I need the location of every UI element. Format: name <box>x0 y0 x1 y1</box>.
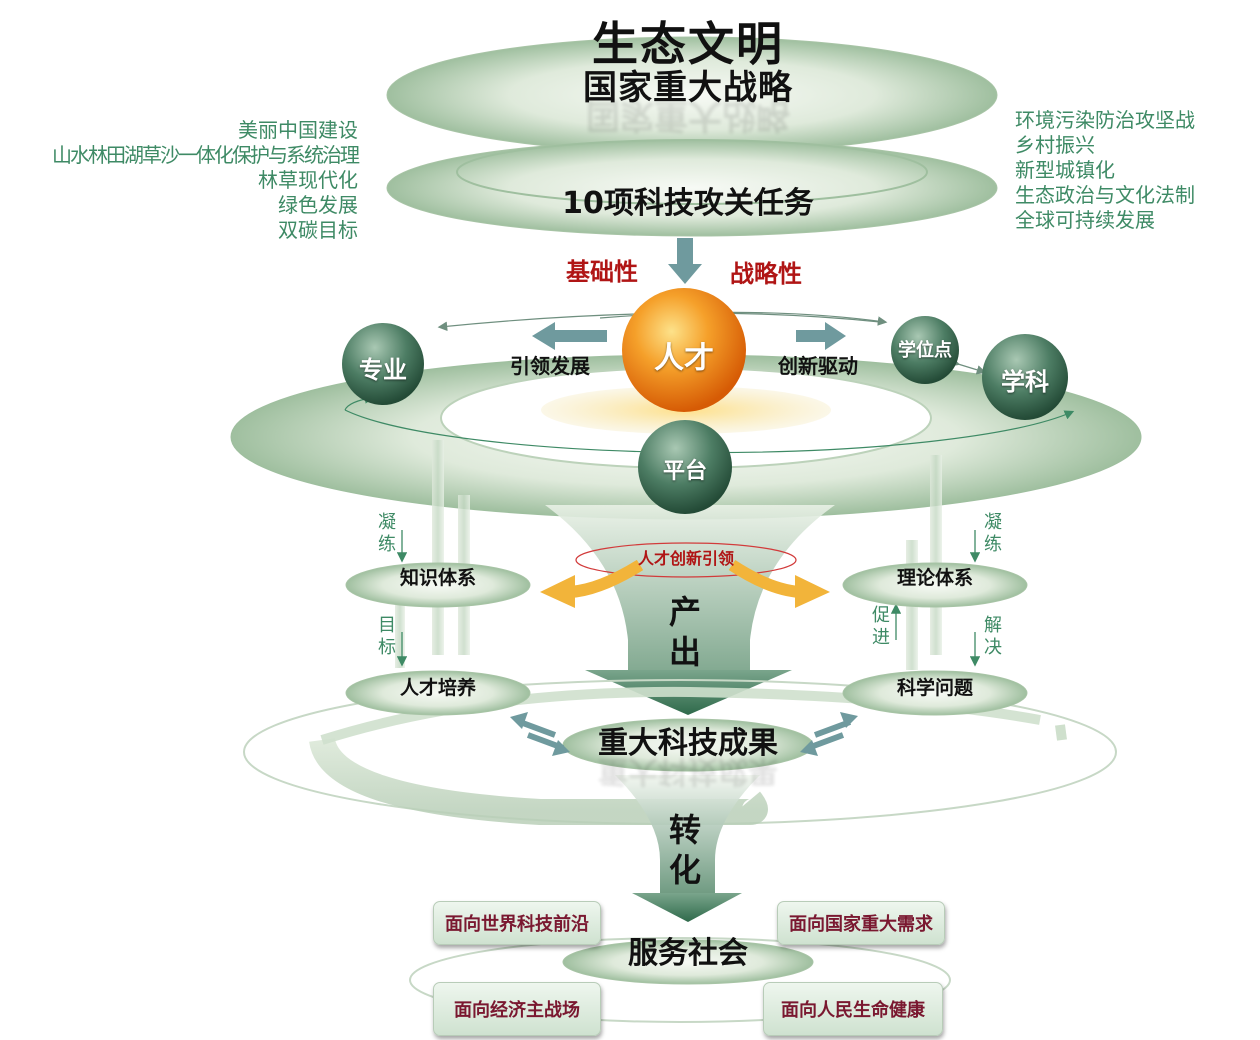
service-box-economy: 面向经济主战场 <box>433 982 601 1036</box>
strategy-title-reflection: 国家重大战略 <box>586 95 790 135</box>
left-list-item: 林草现代化 <box>258 168 358 192</box>
left-goal-char: 目 <box>378 615 396 636</box>
talent-training-label: 人才培养 <box>399 677 477 699</box>
innovation-drive-label: 创新驱动 <box>778 354 858 378</box>
output-char: 产 <box>668 593 701 631</box>
talent-ball: 人才 <box>654 341 714 376</box>
left-goal-char: 标 <box>378 637 396 658</box>
tasks-label: 10项科技攻关任务 <box>562 186 814 221</box>
right-solve-char: 解 <box>984 615 1002 636</box>
service-box-national-demand: 面向国家重大需求 <box>777 901 945 945</box>
strategy-title: 国家重大战略 <box>583 68 793 108</box>
left-condense-char: 凝 <box>378 512 396 533</box>
right-list-item: 全球可持续发展 <box>1015 208 1155 232</box>
service-box-label: 面向经济主战场 <box>454 1000 580 1021</box>
left-list-item: 绿色发展 <box>278 193 358 217</box>
service-box-label: 面向人民生命健康 <box>781 1000 925 1021</box>
science-problem-label: 科学问题 <box>896 677 974 699</box>
left-goal-list: 美丽中国建设 山水林田湖草沙一体化保护与系统治理 林草现代化 绿色发展 双碳目标 <box>52 118 360 243</box>
right-solve-label: 解 决 <box>982 615 1004 659</box>
right-solve-char: 决 <box>984 637 1002 658</box>
right-list-item: 乡村振兴 <box>1015 133 1095 157</box>
transform-char: 化 <box>668 851 701 889</box>
output-label: 产 出 <box>665 592 705 672</box>
right-list-item: 环境污染防治攻坚战 <box>1015 108 1195 132</box>
left-goal-label: 目 标 <box>376 615 398 659</box>
left-list-item: 美丽中国建设 <box>238 118 358 142</box>
degree-point-ball: 学位点 <box>898 340 952 361</box>
left-list-item: 山水林田湖草沙一体化保护与系统治理 <box>52 143 360 167</box>
major-ball: 专业 <box>359 356 407 384</box>
talent-innovation-lead-label: 人才创新引领 <box>637 549 735 568</box>
transform-char: 转 <box>668 811 701 849</box>
right-goal-list: 环境污染防治攻坚战 乡村振兴 新型城镇化 生态政治与文化法制 全球可持续发展 <box>1015 108 1195 233</box>
achievements-label: 重大科技成果 <box>598 726 778 761</box>
fundamental-label: 基础性 <box>566 258 638 286</box>
right-condense-char: 练 <box>984 534 1002 555</box>
left-condense-label: 凝 练 <box>376 512 398 556</box>
service-box-label: 面向国家重大需求 <box>789 914 933 935</box>
discipline-ball: 学科 <box>1001 368 1049 396</box>
output-char: 出 <box>668 633 701 671</box>
service-box-label: 面向世界科技前沿 <box>445 914 589 935</box>
main-title: 生态文明 <box>592 17 784 71</box>
service-box-frontier: 面向世界科技前沿 <box>433 901 601 945</box>
service-box-health: 面向人民生命健康 <box>763 982 943 1036</box>
platform-ball: 平台 <box>662 459 708 484</box>
right-promote-char: 促 <box>872 605 890 626</box>
left-list-item: 双碳目标 <box>278 218 358 242</box>
theory-system-label: 理论体系 <box>896 567 974 589</box>
lead-development-label: 引领发展 <box>510 354 590 378</box>
right-list-item: 生态政治与文化法制 <box>1015 183 1195 207</box>
left-condense-char: 练 <box>378 534 396 555</box>
strategic-label: 战略性 <box>730 260 802 288</box>
service-label: 服务社会 <box>628 936 748 971</box>
right-list-item: 新型城镇化 <box>1015 158 1115 182</box>
achievements-reflection: 重大科技成果 <box>598 753 778 788</box>
right-condense-label: 凝 练 <box>982 512 1004 556</box>
transform-label: 转 化 <box>665 810 705 890</box>
right-promote-label: 促 进 <box>870 605 892 649</box>
right-condense-char: 凝 <box>984 512 1002 533</box>
knowledge-system-label: 知识体系 <box>399 567 477 589</box>
right-promote-char: 进 <box>872 627 890 648</box>
